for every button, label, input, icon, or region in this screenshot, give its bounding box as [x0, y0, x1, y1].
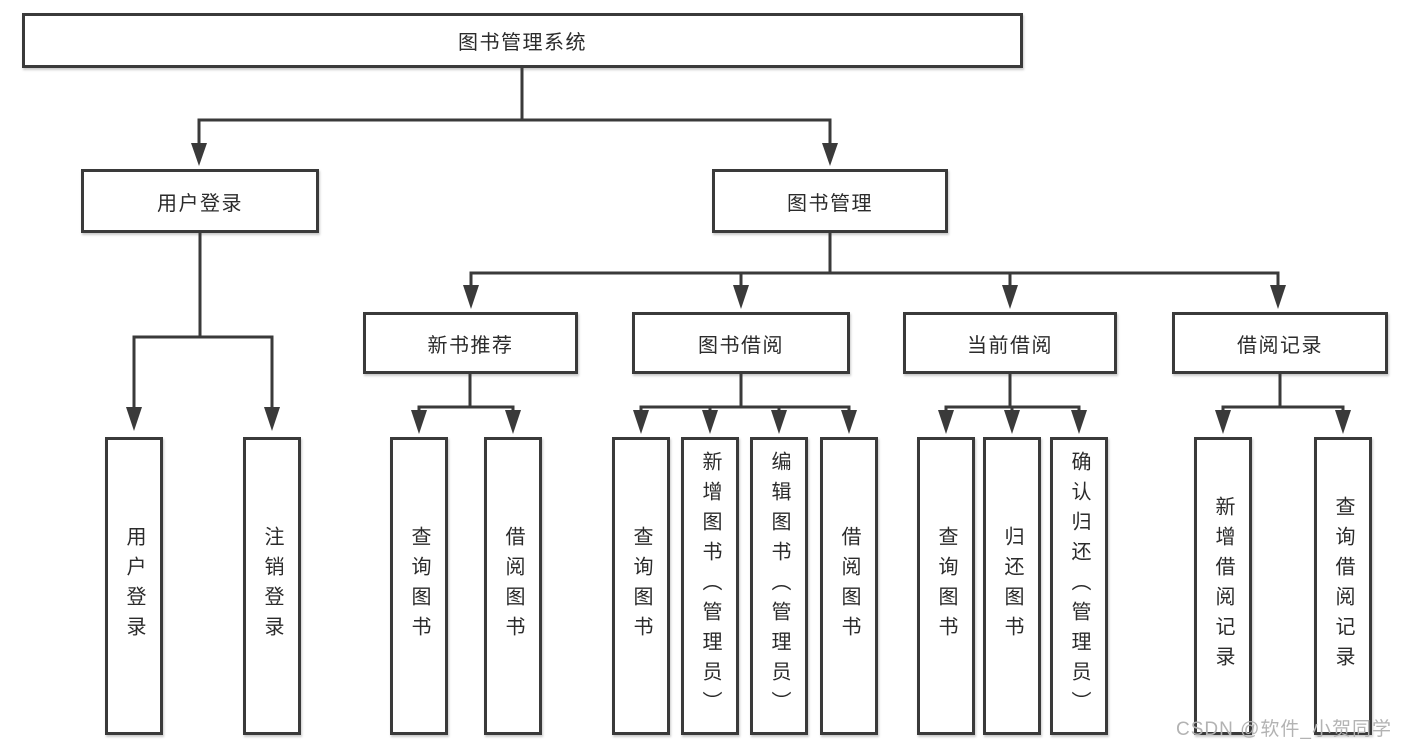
- leaf-records-query-record: 查询借阅记录: [1314, 437, 1372, 735]
- arrowhead-down-icon: [505, 410, 521, 434]
- arrowhead-down-icon: [822, 143, 838, 166]
- watermark: CSDN @软件_小贺同学: [1176, 719, 1392, 740]
- node-book-borrowing-label: 图书借阅: [698, 334, 784, 357]
- leaf-current-return-books-label: 归还图书: [1001, 526, 1023, 646]
- leaf-borrowing-query-books-label: 查询图书: [630, 526, 652, 646]
- arrowhead-down-icon: [1215, 410, 1231, 434]
- leaf-user-login: 用户登录: [105, 437, 163, 735]
- node-current-borrowing: 当前借阅: [903, 312, 1117, 374]
- node-new-book-recommend: 新书推荐: [363, 312, 578, 374]
- arrowhead-down-icon: [1335, 410, 1351, 434]
- leaf-newbook-query-books: 查询图书: [390, 437, 448, 735]
- leaf-borrowing-add-books-admin: 新增图书（管理员）: [681, 437, 739, 735]
- node-root: 图书管理系统: [22, 13, 1023, 68]
- connector-root-to-level2: [197, 68, 832, 146]
- leaf-newbook-query-books-label: 查询图书: [408, 526, 430, 646]
- leaf-records-query-record-label: 查询借阅记录: [1332, 496, 1354, 676]
- connector-book-borrowing-to-leaves: [639, 374, 851, 413]
- connector-user-login-to-leaves: [132, 233, 274, 410]
- arrowheads: [126, 143, 1351, 434]
- leaf-borrowing-edit-books-admin: 编辑图书（管理员）: [750, 437, 808, 735]
- leaf-newbook-borrow-books: 借阅图书: [484, 437, 542, 735]
- arrowhead-down-icon: [1002, 285, 1018, 309]
- node-user-login: 用户登录: [81, 169, 319, 233]
- arrowhead-down-icon: [633, 410, 649, 434]
- node-book-borrowing: 图书借阅: [632, 312, 850, 374]
- arrowhead-down-icon: [411, 410, 427, 434]
- arrowhead-down-icon: [264, 407, 280, 431]
- arrowhead-down-icon: [771, 410, 787, 434]
- arrowhead-down-icon: [1004, 410, 1020, 434]
- leaf-records-add-record-label: 新增借阅记录: [1212, 496, 1234, 676]
- arrowhead-down-icon: [1270, 285, 1286, 309]
- leaf-current-confirm-return-admin: 确认归还（管理员）: [1050, 437, 1108, 735]
- arrowhead-down-icon: [191, 143, 207, 166]
- arrowhead-down-icon: [841, 410, 857, 434]
- arrowhead-down-icon: [1071, 410, 1087, 434]
- arrowhead-down-icon: [702, 410, 718, 434]
- arrowhead-down-icon: [126, 407, 142, 431]
- connector-book-management-to-level3: [469, 233, 1280, 288]
- node-new-book-recommend-label: 新书推荐: [427, 334, 514, 357]
- leaf-borrowing-add-books-admin-label: 新增图书（管理员）: [699, 451, 721, 721]
- leaf-logout: 注销登录: [243, 437, 301, 735]
- connector-new-book-recommend-to-leaves: [417, 374, 515, 413]
- leaf-records-add-record: 新增借阅记录: [1194, 437, 1252, 735]
- leaf-current-confirm-return-admin-label: 确认归还（管理员）: [1068, 451, 1090, 721]
- leaf-borrowing-borrow-books: 借阅图书: [820, 437, 878, 735]
- node-borrow-records: 借阅记录: [1172, 312, 1388, 374]
- leaf-borrowing-edit-books-admin-label: 编辑图书（管理员）: [768, 451, 790, 721]
- leaf-current-query-books: 查询图书: [917, 437, 975, 735]
- node-root-label: 图书管理系统: [458, 32, 587, 54]
- leaf-current-query-books-label: 查询图书: [935, 526, 957, 646]
- connector-borrow-records-to-leaves: [1221, 374, 1345, 413]
- arrowhead-down-icon: [733, 285, 749, 309]
- leaf-newbook-borrow-books-label: 借阅图书: [502, 526, 524, 646]
- connector-current-borrowing-to-leaves: [944, 374, 1081, 413]
- arrowhead-down-icon: [938, 410, 954, 434]
- leaf-borrowing-query-books: 查询图书: [612, 437, 670, 735]
- leaf-current-return-books: 归还图书: [983, 437, 1041, 735]
- leaf-user-login-label: 用户登录: [123, 526, 145, 646]
- node-current-borrowing-label: 当前借阅: [967, 334, 1053, 357]
- leaf-borrowing-borrow-books-label: 借阅图书: [838, 526, 860, 646]
- node-borrow-records-label: 借阅记录: [1237, 334, 1323, 357]
- leaf-logout-label: 注销登录: [261, 526, 283, 646]
- node-user-login-label: 用户登录: [157, 192, 243, 215]
- node-book-management: 图书管理: [712, 169, 948, 233]
- arrowhead-down-icon: [463, 285, 479, 309]
- node-book-management-label: 图书管理: [787, 192, 873, 215]
